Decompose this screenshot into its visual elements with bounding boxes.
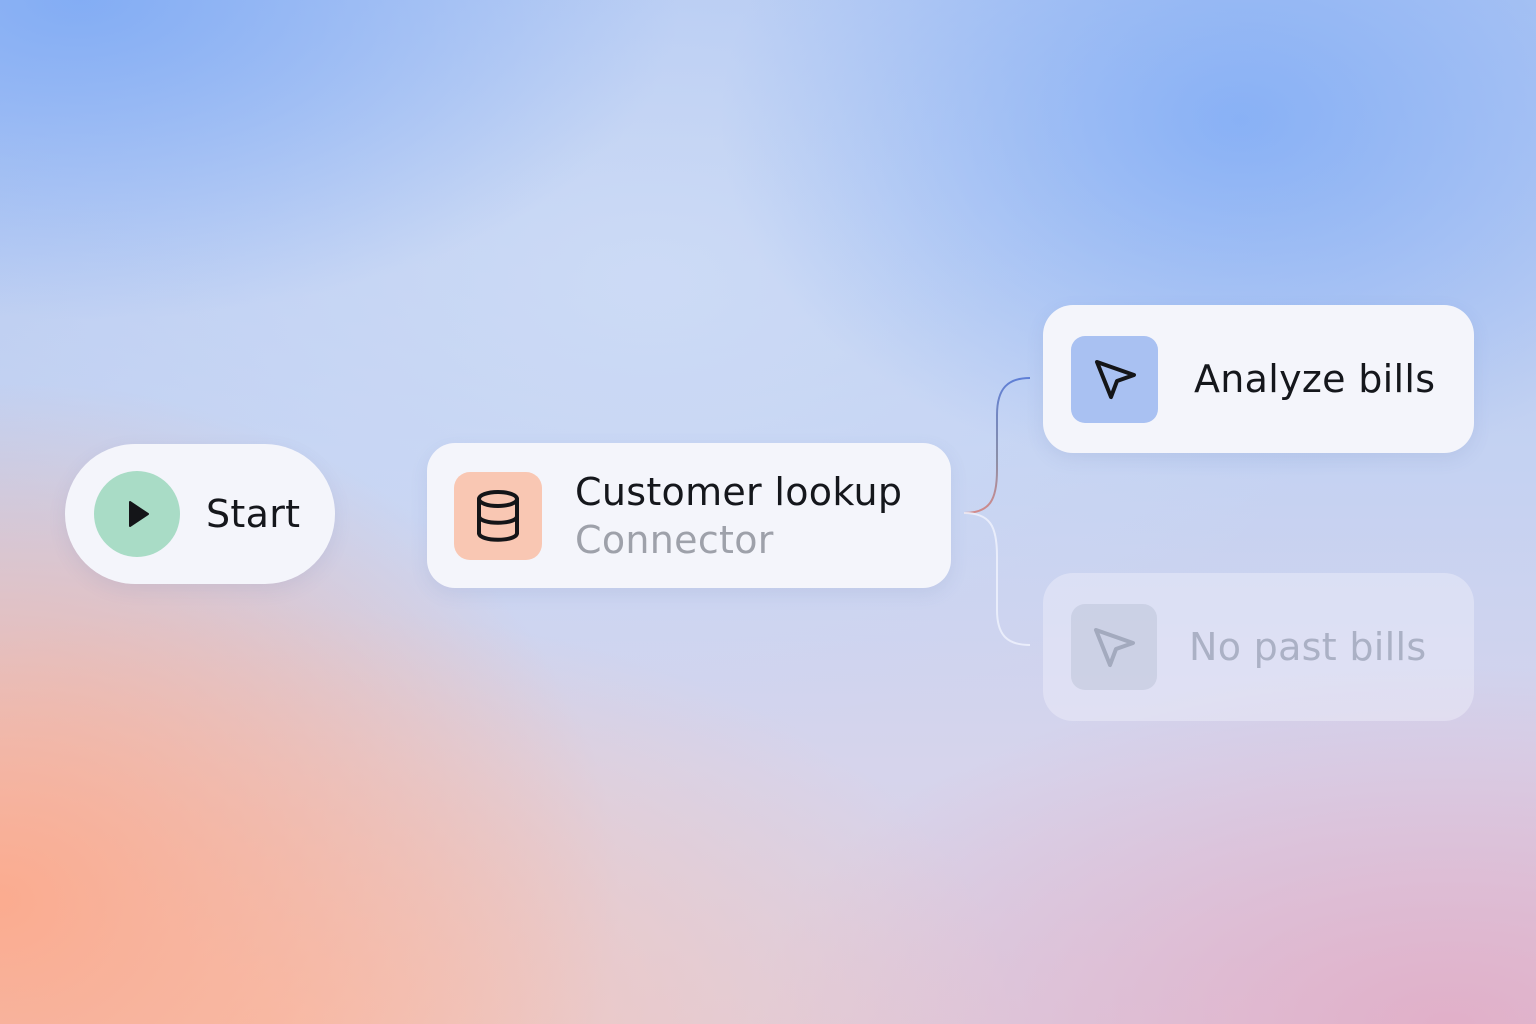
play-icon <box>94 471 180 557</box>
cursor-arrow-icon <box>1071 335 1158 423</box>
cursor-arrow-icon <box>1071 604 1157 690</box>
database-icon <box>454 471 542 560</box>
analyze-bills-label: Analyze bills <box>1194 357 1436 401</box>
customer-lookup-title: Customer lookup <box>575 469 903 514</box>
connector-line-lookup-to-nopast <box>963 512 1031 646</box>
customer-lookup-subtitle: Connector <box>575 517 774 562</box>
no-past-bills-node[interactable]: No past bills <box>1043 573 1474 721</box>
no-past-bills-label: No past bills <box>1189 625 1427 669</box>
customer-lookup-text: Customer lookup Connector <box>575 468 902 564</box>
customer-lookup-node[interactable]: Customer lookup Connector <box>427 443 951 588</box>
connector-line-lookup-to-analyze <box>963 377 1031 514</box>
start-node[interactable]: Start <box>65 444 335 584</box>
analyze-bills-node[interactable]: Analyze bills <box>1043 305 1474 453</box>
start-label: Start <box>206 492 301 536</box>
